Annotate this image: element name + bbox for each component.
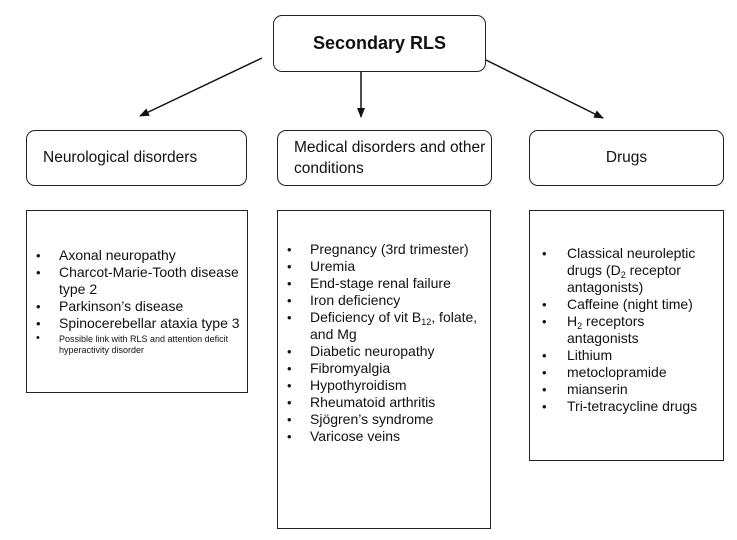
drugs-list: Classical neuroleptic drugs (D2 receptor… xyxy=(530,245,723,415)
item-text-part: receptors antagonists xyxy=(567,313,645,346)
list-item: Lithium xyxy=(530,347,723,364)
item-text: Axonal neuropathy xyxy=(59,247,176,263)
arrow-to-drugs xyxy=(485,59,604,119)
list-item: Pregnancy (3rd trimester) xyxy=(278,241,490,258)
root-title: Secondary RLS xyxy=(312,33,447,53)
list-item: Varicose veins xyxy=(278,428,490,445)
list-item: mianserin xyxy=(530,381,723,398)
list-item: End-stage renal failure xyxy=(278,275,490,292)
list-item: H2 receptors antagonists xyxy=(530,313,723,347)
item-text: Pregnancy (3rd trimester) xyxy=(310,241,469,257)
list-item: Diabetic neuropathy xyxy=(278,343,490,360)
list-item: Caffeine (night time) xyxy=(530,296,723,313)
medical-list-box: Pregnancy (3rd trimester) Uremia End-sta… xyxy=(277,210,491,529)
category-neurological-disorders: Neurological disorders xyxy=(26,130,247,186)
list-item: Spinocerebellar ataxia type 3 xyxy=(27,315,247,332)
item-text: Parkinson’s disease xyxy=(59,298,184,314)
root-node: Secondary RLS xyxy=(273,15,486,72)
list-item: Fibromyalgia xyxy=(278,360,490,377)
list-item: Rheumatoid arthritis xyxy=(278,394,490,411)
category-label: Drugs xyxy=(605,149,648,166)
neurological-list: Axonal neuropathy Charcot-Marie-Tooth di… xyxy=(27,247,247,356)
list-item: Uremia xyxy=(278,258,490,275)
item-text: Lithium xyxy=(567,347,613,363)
list-item: Tri-tetracycline drugs xyxy=(530,398,723,415)
item-text: Fibromyalgia xyxy=(310,360,391,376)
list-item: Hypothyroidism xyxy=(278,377,490,394)
drugs-list-box: Classical neuroleptic drugs (D2 receptor… xyxy=(529,210,724,461)
item-text-part: , folate, and Mg xyxy=(310,309,478,342)
item-text: End-stage renal failure xyxy=(310,275,451,291)
arrow-to-neurological xyxy=(139,57,263,117)
list-item: Charcot-Marie-Tooth disease type 2 xyxy=(27,264,247,298)
item-text: Rheumatoid arthritis xyxy=(310,394,436,410)
item-subscript: 2 xyxy=(577,321,583,331)
item-text-part: receptor antagonists) xyxy=(567,262,681,295)
neurological-list-box: Axonal neuropathy Charcot-Marie-Tooth di… xyxy=(26,210,248,393)
item-text: Iron deficiency xyxy=(310,292,401,308)
item-text: metoclopramide xyxy=(567,364,667,380)
item-text-part: Deficiency of vit B xyxy=(310,309,422,325)
item-text: Possible link with RLS and attention def… xyxy=(59,334,229,355)
item-text: Sjögren’s syndrome xyxy=(310,411,434,427)
category-drugs: Drugs xyxy=(529,130,724,186)
list-item: Possible link with RLS and attention def… xyxy=(27,333,247,356)
item-subscript: 2 xyxy=(620,270,626,280)
list-item: Classical neuroleptic drugs (D2 receptor… xyxy=(530,245,723,296)
list-item: metoclopramide xyxy=(530,364,723,381)
item-text: Charcot-Marie-Tooth disease type 2 xyxy=(59,264,239,297)
list-item: Iron deficiency xyxy=(278,292,490,309)
item-text: Diabetic neuropathy xyxy=(310,343,435,359)
medical-list: Pregnancy (3rd trimester) Uremia End-sta… xyxy=(278,241,490,445)
item-text: Hypothyroidism xyxy=(310,377,407,393)
item-text: Tri-tetracycline drugs xyxy=(567,398,698,414)
category-medical-disorders: Medical disorders and other conditions xyxy=(277,130,492,186)
item-text-part: H xyxy=(567,313,578,329)
list-item: Axonal neuropathy xyxy=(27,247,247,264)
item-text: Varicose veins xyxy=(310,428,401,444)
list-item: Deficiency of vit B12, folate, and Mg xyxy=(278,309,490,343)
item-text: mianserin xyxy=(567,381,628,397)
item-text: Caffeine (night time) xyxy=(567,296,693,312)
item-subscript: 12 xyxy=(421,317,432,327)
item-text: Spinocerebellar ataxia type 3 xyxy=(59,315,240,331)
list-item: Parkinson’s disease xyxy=(27,298,247,315)
list-item: Sjögren’s syndrome xyxy=(278,411,490,428)
category-label: Neurological disorders xyxy=(43,149,198,166)
category-label: Medical disorders and other conditions xyxy=(294,139,486,177)
item-text: Uremia xyxy=(310,258,356,274)
item-text-part: Classical neuroleptic drugs (D xyxy=(567,245,696,278)
